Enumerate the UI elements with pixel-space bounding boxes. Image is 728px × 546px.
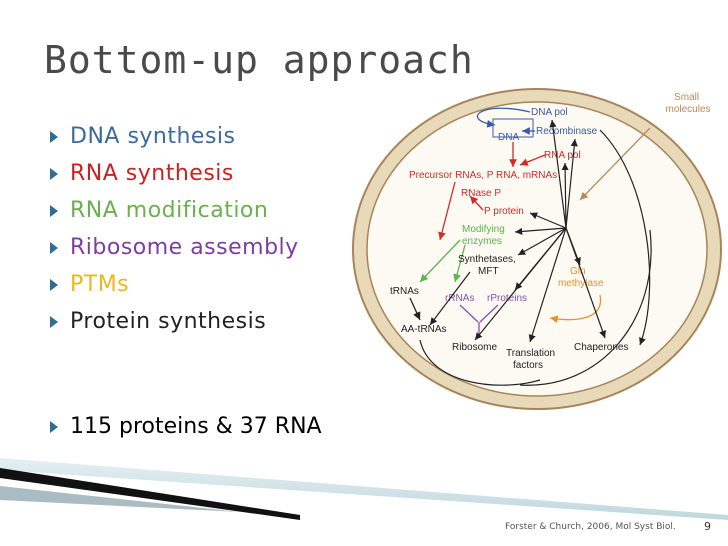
- ribosome-label: Ribosome: [452, 342, 497, 353]
- citation: Forster & Church, 2006, Mol Syst Biol.: [505, 522, 676, 532]
- recombinase-label: Recombinase: [536, 126, 598, 137]
- translation-line2: factors: [513, 360, 543, 371]
- small-molecules-line2: molecules: [665, 104, 710, 115]
- precursor-label: Precursor RNAs, P RNA, mRNAs: [409, 170, 557, 181]
- modifying-line2: enzymes: [462, 236, 502, 247]
- modifying-enzymes-label: Modifying enzymes: [462, 224, 508, 247]
- translation-line1: Translation: [506, 348, 555, 359]
- synthetases-line1: Synthetases,: [458, 254, 516, 265]
- synthetases-line2: MFT: [478, 266, 499, 277]
- rproteins-label: rProteins: [487, 293, 527, 304]
- modifying-line1: Modifying: [462, 224, 505, 235]
- trnas-label: tRNAs: [390, 286, 419, 297]
- gln-line2: methylase: [558, 278, 604, 289]
- aa-trnas-label: AA-tRNAs: [401, 324, 447, 335]
- page-number: 9: [704, 520, 711, 533]
- p-protein-label: P protein: [484, 206, 524, 217]
- small-molecules-label: Small molecules: [665, 92, 710, 115]
- small-molecules-line1: Small: [674, 92, 699, 103]
- dna-pol-label: DNA pol: [531, 107, 568, 118]
- chaperones-label: Chaperones: [574, 342, 628, 353]
- rnase-p-label: RNase P: [461, 188, 501, 199]
- rna-pol-label: RNA pol: [544, 150, 581, 161]
